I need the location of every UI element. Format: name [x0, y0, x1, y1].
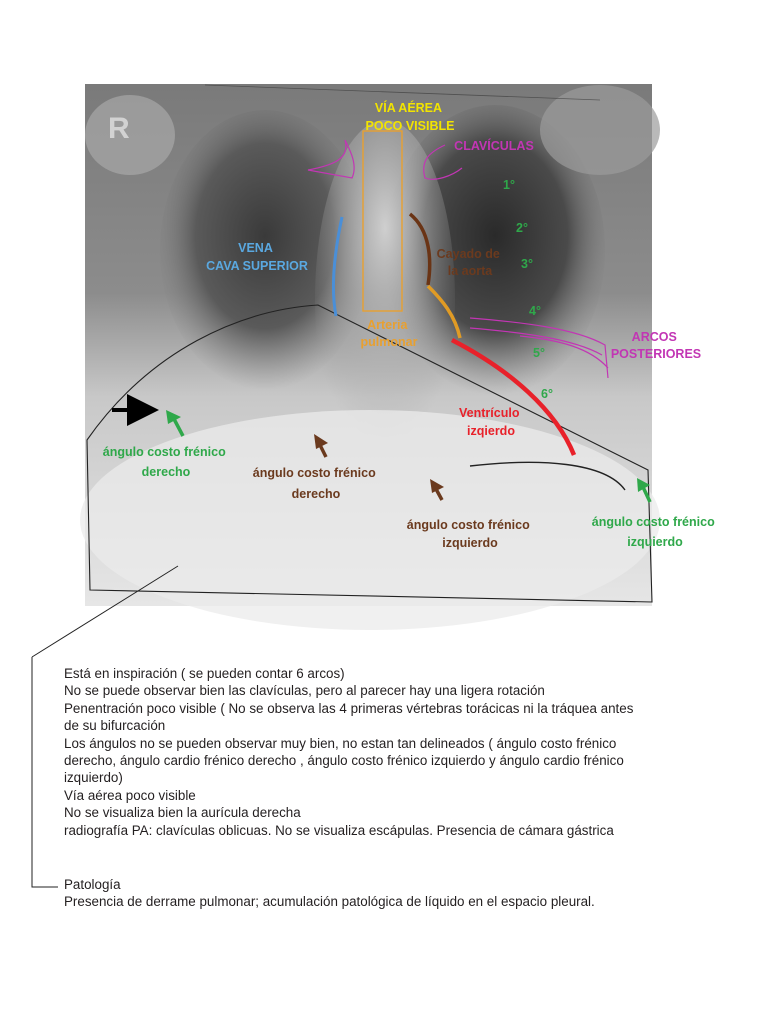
rib-label-1: 1°: [503, 178, 515, 192]
angle-left-green-line1: ángulo costo frénico: [592, 515, 715, 529]
posterior-arcs-label-line2: POSTERIORES: [611, 347, 701, 361]
note-line-6: derecho, ángulo cardio frénico derecho ,…: [64, 753, 624, 769]
ventricle-label-line1: Ventrículo: [459, 406, 520, 420]
note-line-10: radiografía PA: clavículas oblicuas. No …: [64, 822, 614, 838]
svg-text:Cayado de la aorta: Cayado de la aorta: [437, 247, 504, 278]
rib-label-4: 4°: [529, 304, 541, 318]
aortic-arch-brown: [408, 212, 432, 286]
left-clavicle-outline: [423, 144, 463, 180]
effusion-outline: [86, 304, 653, 603]
rib-label-2: 2°: [516, 221, 528, 235]
posterior-arc-2: [469, 327, 603, 356]
pathology-bracket: [31, 657, 58, 888]
note-line-8: Vía aérea poco visible: [64, 787, 196, 803]
side-marker-letter: R: [108, 112, 130, 145]
top-shoulder-line: [204, 84, 601, 101]
angle-right-green-line2: derecho: [142, 465, 191, 479]
angle-right-brown-line2: derecho: [292, 487, 341, 501]
rib-label-5: 5°: [533, 346, 545, 360]
clavicles-label: CLAVÍCULAS: [454, 138, 534, 153]
vena-cava-label-line1: VENA: [238, 241, 273, 255]
airway-label-line1: VÍA AÉREA: [375, 100, 442, 115]
brown-arrow-left: [430, 479, 444, 501]
svg-text:ángulo costo frénico derec: ángulo costo frénico derecho: [253, 466, 379, 501]
findings-notes: Está en inspiración ( se pueden contar 6…: [64, 665, 704, 839]
svg-text:ángulo costo frénico izqui: ángulo costo frénico izquierdo: [407, 518, 533, 550]
vena-cava-label-line2: CAVA SUPERIOR: [206, 259, 308, 273]
aortic-arch-label-line2: la aorta: [448, 264, 494, 278]
vena-cava-line: [332, 216, 344, 317]
airway-box: [362, 130, 403, 312]
note-line-3: Penentración poco visible ( No se observ…: [64, 700, 634, 716]
left-ventricle-line: [450, 338, 577, 456]
angle-right-brown-line1: ángulo costo frénico: [253, 466, 376, 480]
svg-text:Ventrículo izqierdo: Ventrículo izqierdo: [459, 406, 523, 438]
pulmonary-artery-label-line1: Arteria: [367, 318, 408, 332]
green-arrow-left: [637, 478, 652, 503]
angle-left-brown-line1: ángulo costo frénico: [407, 518, 530, 532]
note-line-1: Está en inspiración ( se pueden contar 6…: [64, 666, 345, 681]
mediastinum-shadow: [315, 120, 455, 480]
right-clavicle-outline: [307, 139, 355, 179]
airway-label-line2: POCO VISIBLE: [366, 119, 455, 133]
left-shoulder: [540, 85, 660, 175]
rib-label-6: 6°: [541, 387, 553, 401]
green-arrow-right: [166, 410, 185, 437]
note-line-9: No se visualiza bien la aurícula derecha: [64, 805, 301, 821]
svg-text:ángulo costo frénico derec: ángulo costo frénico derecho: [103, 445, 229, 479]
pathology-title: Patología: [64, 877, 121, 892]
ventricle-label-line2: izqierdo: [467, 424, 515, 438]
diaphragm-curve-left: [469, 461, 626, 491]
rib-label-3: 3°: [521, 257, 533, 271]
svg-text:Arteria pulmonar: Arteria pulmonar: [361, 318, 418, 349]
note-line-4: de su bifurcación: [64, 718, 166, 734]
pathology-section: Patología Presencia de derrame pulmonar;…: [64, 876, 724, 911]
aortic-arch-orange: [426, 284, 462, 339]
right-shoulder: [85, 95, 175, 175]
angle-right-green-line1: ángulo costo frénico: [103, 445, 226, 459]
svg-text:VENA CAVA SUPERIOR: VENA CAVA SUPERIOR: [206, 241, 308, 273]
pulmonary-artery-label-line2: pulmonar: [361, 335, 418, 349]
note-line-2: No se puede observar bien las clavículas…: [64, 683, 545, 699]
brown-arrow-right: [314, 434, 328, 458]
svg-text:ángulo costo frénico izqui: ángulo costo frénico izquierdo: [592, 515, 718, 549]
pathology-text: Presencia de derrame pulmonar; acumulaci…: [64, 894, 595, 910]
svg-text:ARCOS POSTERIORES: ARCOS POSTERIORES: [611, 330, 701, 361]
posterior-arc-3: [519, 335, 609, 369]
angle-left-brown-line2: izquierdo: [442, 536, 498, 550]
note-line-5: Los ángulos no se pueden observar muy bi…: [64, 735, 617, 751]
angle-left-green-line2: izquierdo: [627, 535, 683, 549]
svg-text:VÍA AÉREA POCO VISIBLE: VÍA AÉREA POCO VISIBLE: [366, 100, 455, 133]
note-line-7: izquierdo): [64, 770, 123, 786]
lower-opacity: [80, 410, 660, 630]
aortic-arch-label-line1: Cayado de: [437, 247, 500, 261]
posterior-arcs-label-line1: ARCOS: [632, 330, 677, 344]
posterior-arc-1: [469, 317, 609, 379]
callout-leader: [31, 565, 179, 658]
